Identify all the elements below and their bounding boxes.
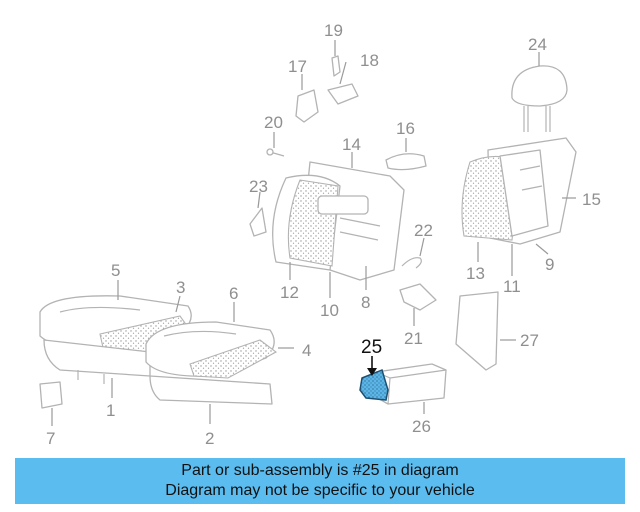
info-banner: Part or sub-assembly is #25 in diagram D… (15, 458, 625, 504)
part-19-clip (331, 40, 341, 77)
part-23-trim (249, 191, 267, 237)
callout-13: 13 (466, 264, 485, 283)
callout-7: 7 (46, 429, 55, 448)
callout-26: 26 (412, 417, 431, 436)
callout-15: 15 (582, 190, 601, 209)
part-18-bracket (327, 61, 359, 105)
part-25-highlighted (359, 356, 389, 401)
banner-line-1: Part or sub-assembly is #25 in diagram (181, 462, 459, 479)
callout-18: 18 (360, 51, 379, 70)
callout-11: 11 (503, 277, 521, 296)
callout-4: 4 (302, 341, 311, 360)
part-6-cushion (145, 302, 294, 424)
part-21-bracket (399, 283, 437, 326)
callout-25: 25 (361, 337, 382, 358)
part-12-seatback (272, 152, 405, 298)
callout-8: 8 (361, 293, 370, 312)
part-20-bolt (266, 132, 285, 157)
callout-9: 9 (545, 255, 554, 274)
callout-27: 27 (520, 331, 539, 350)
banner-line-2: Diagram may not be specific to your vehi… (165, 482, 475, 499)
part-17-bracket (295, 74, 319, 123)
callout-17: 17 (288, 57, 307, 76)
callout-12: 12 (280, 283, 299, 302)
callout-16: 16 (396, 119, 415, 138)
callout-3: 3 (176, 278, 185, 297)
part-27-panel (455, 291, 516, 371)
callout-24: 24 (528, 35, 547, 54)
part-16-cover (385, 138, 427, 171)
callout-14: 14 (342, 135, 361, 154)
callout-19: 19 (324, 21, 343, 40)
callout-1: 1 (106, 401, 115, 420)
part-24-headrest (511, 52, 568, 132)
callout-23: 23 (249, 177, 268, 196)
callout-21: 21 (404, 329, 423, 348)
part-13-seatback (461, 137, 577, 276)
callout-2: 2 (205, 429, 214, 448)
callout-20: 20 (264, 113, 283, 132)
callout-10: 10 (320, 301, 339, 320)
callout-6: 6 (229, 284, 238, 303)
callout-22: 22 (414, 221, 433, 240)
callout-5: 5 (111, 261, 120, 280)
part-22-wire (401, 237, 425, 269)
part-7-cap (39, 381, 63, 426)
